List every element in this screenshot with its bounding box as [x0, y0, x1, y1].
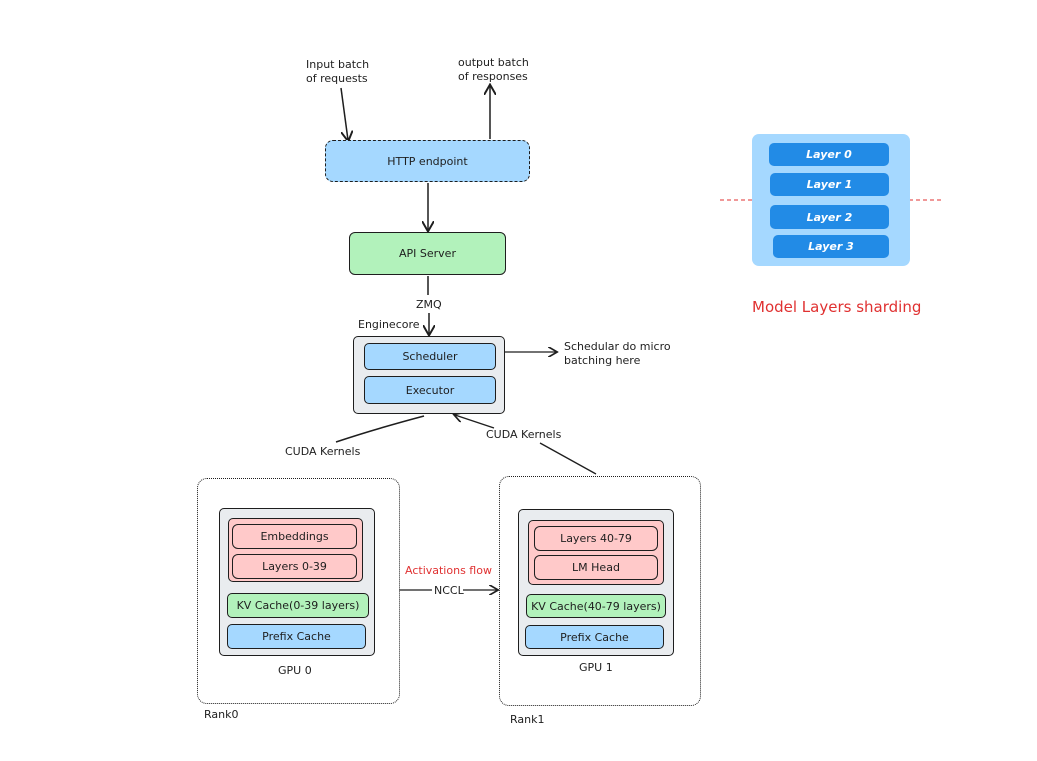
- gpu1-label: GPU 1: [579, 661, 613, 674]
- api-server-node[interactable]: API Server: [349, 232, 506, 275]
- schedular-note-line2: batching here: [564, 354, 641, 367]
- schedular-note-line1: Schedular do micro: [564, 340, 671, 353]
- output-batch-line1: output batch: [458, 56, 529, 69]
- gpu0-kv-cache-node[interactable]: KV Cache(0-39 layers): [227, 593, 369, 618]
- embeddings-label: Embeddings: [260, 530, 329, 543]
- lm-head-label: LM Head: [572, 561, 620, 574]
- gpu1-kv-cache-node[interactable]: KV Cache(40-79 layers): [526, 594, 666, 618]
- executor-label: Executor: [405, 383, 455, 397]
- gpu1-layers-node[interactable]: Layers 40-79: [534, 526, 658, 551]
- gpu0-layers-label: Layers 0-39: [262, 560, 327, 573]
- cuda-kernels-right-label: CUDA Kernels: [486, 428, 562, 441]
- rank0-container: [197, 478, 400, 704]
- shard-layer-0-label: Layer 0: [806, 148, 852, 161]
- rank1-to-enginecore-line: [539, 442, 597, 475]
- zmq-label: ZMQ: [416, 298, 442, 311]
- rank1-container: [499, 476, 701, 706]
- activations-flow-label: Activations flow: [405, 564, 492, 577]
- input-arrow: [340, 87, 348, 140]
- output-batch-label: output batch of responses: [458, 56, 529, 84]
- scheduler-node[interactable]: Scheduler: [364, 343, 496, 370]
- shard-layer-2: Layer 2: [770, 205, 889, 229]
- enginecore-label: Enginecore: [358, 318, 420, 331]
- gpu1-prefix-cache-node[interactable]: Prefix Cache: [525, 625, 664, 649]
- cuda-to-enginecore-arrow: [455, 415, 495, 429]
- shard-layer-1: Layer 1: [770, 173, 889, 196]
- nccl-label: NCCL: [434, 584, 464, 597]
- rank0-label: Rank0: [204, 708, 239, 721]
- scheduler-label: Scheduler: [402, 350, 458, 363]
- input-batch-label: Input batch of requests: [306, 58, 369, 86]
- gpu0-label: GPU 0: [278, 664, 312, 677]
- shard-layer-3: Layer 3: [773, 235, 889, 258]
- rank1-label: Rank1: [510, 713, 545, 726]
- lm-head-node[interactable]: LM Head: [534, 555, 658, 580]
- cuda-kernels-left-label: CUDA Kernels: [285, 445, 361, 458]
- http-endpoint-node[interactable]: HTTP endpoint: [325, 140, 530, 182]
- schedular-note: Schedular do micro batching here: [564, 340, 671, 368]
- input-batch-line2: of requests: [306, 72, 368, 85]
- input-batch-line1: Input batch: [306, 58, 370, 71]
- gpu0-prefix-cache-label: Prefix Cache: [262, 630, 331, 643]
- shard-layer-3-label: Layer 3: [808, 240, 854, 253]
- shard-layer-1-label: Layer 1: [806, 178, 853, 191]
- gpu0-layers-node[interactable]: Layers 0-39: [232, 554, 357, 579]
- shard-layer-0: Layer 0: [769, 143, 889, 166]
- executor-node[interactable]: Executor: [364, 376, 496, 404]
- gpu0-prefix-cache-node[interactable]: Prefix Cache: [227, 624, 366, 649]
- output-batch-line2: of responses: [458, 70, 528, 83]
- gpu1-prefix-cache-label: Prefix Cache: [560, 630, 629, 644]
- embeddings-node[interactable]: Embeddings: [232, 524, 357, 549]
- sharding-title: Model Layers sharding: [752, 298, 922, 316]
- http-endpoint-label: HTTP endpoint: [387, 154, 468, 168]
- enginecore-to-rank0-line: [335, 415, 425, 443]
- api-server-label: API Server: [399, 247, 456, 260]
- gpu1-layers-label: Layers 40-79: [560, 532, 632, 545]
- gpu1-kv-cache-label: KV Cache(40-79 layers): [531, 599, 661, 613]
- shard-layer-2-label: Layer 2: [806, 210, 853, 224]
- gpu0-kv-cache-label: KV Cache(0-39 layers): [236, 599, 360, 612]
